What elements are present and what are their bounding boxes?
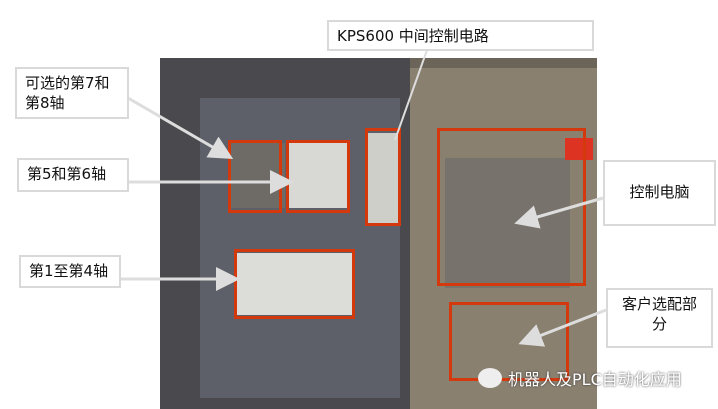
highlight-kps600 [365,128,401,226]
control-pc-unit [445,158,570,288]
label-axis14: 第1至第4轴 [19,255,121,288]
control-cabinet-photo [160,58,597,409]
arrow-control-pc [514,196,604,229]
label-axis56: 第5和第6轴 [17,158,129,192]
label-axis78: 可选的第7和第8轴 [15,67,129,119]
label-customer-option: 客户选配部分 [606,288,713,348]
watermark: 机器人及PLC自动化应用 [478,366,682,390]
highlight-control-pc [437,128,586,286]
arrow-axis78 [127,96,234,160]
axis56-drives [288,143,348,208]
watermark-text: 机器人及PLC自动化应用 [508,370,682,389]
arrow-customer-option [518,308,607,347]
highlight-customer-option [449,302,569,381]
wechat-icon [478,368,502,388]
kps600-module [365,133,400,223]
label-kps600: KPS600 中间控制电路 [327,20,594,51]
label-control-pc: 控制电脑 [603,160,716,226]
axis14-drives [236,253,354,315]
arrow-kps600 [394,49,428,141]
warning-label [565,138,593,160]
